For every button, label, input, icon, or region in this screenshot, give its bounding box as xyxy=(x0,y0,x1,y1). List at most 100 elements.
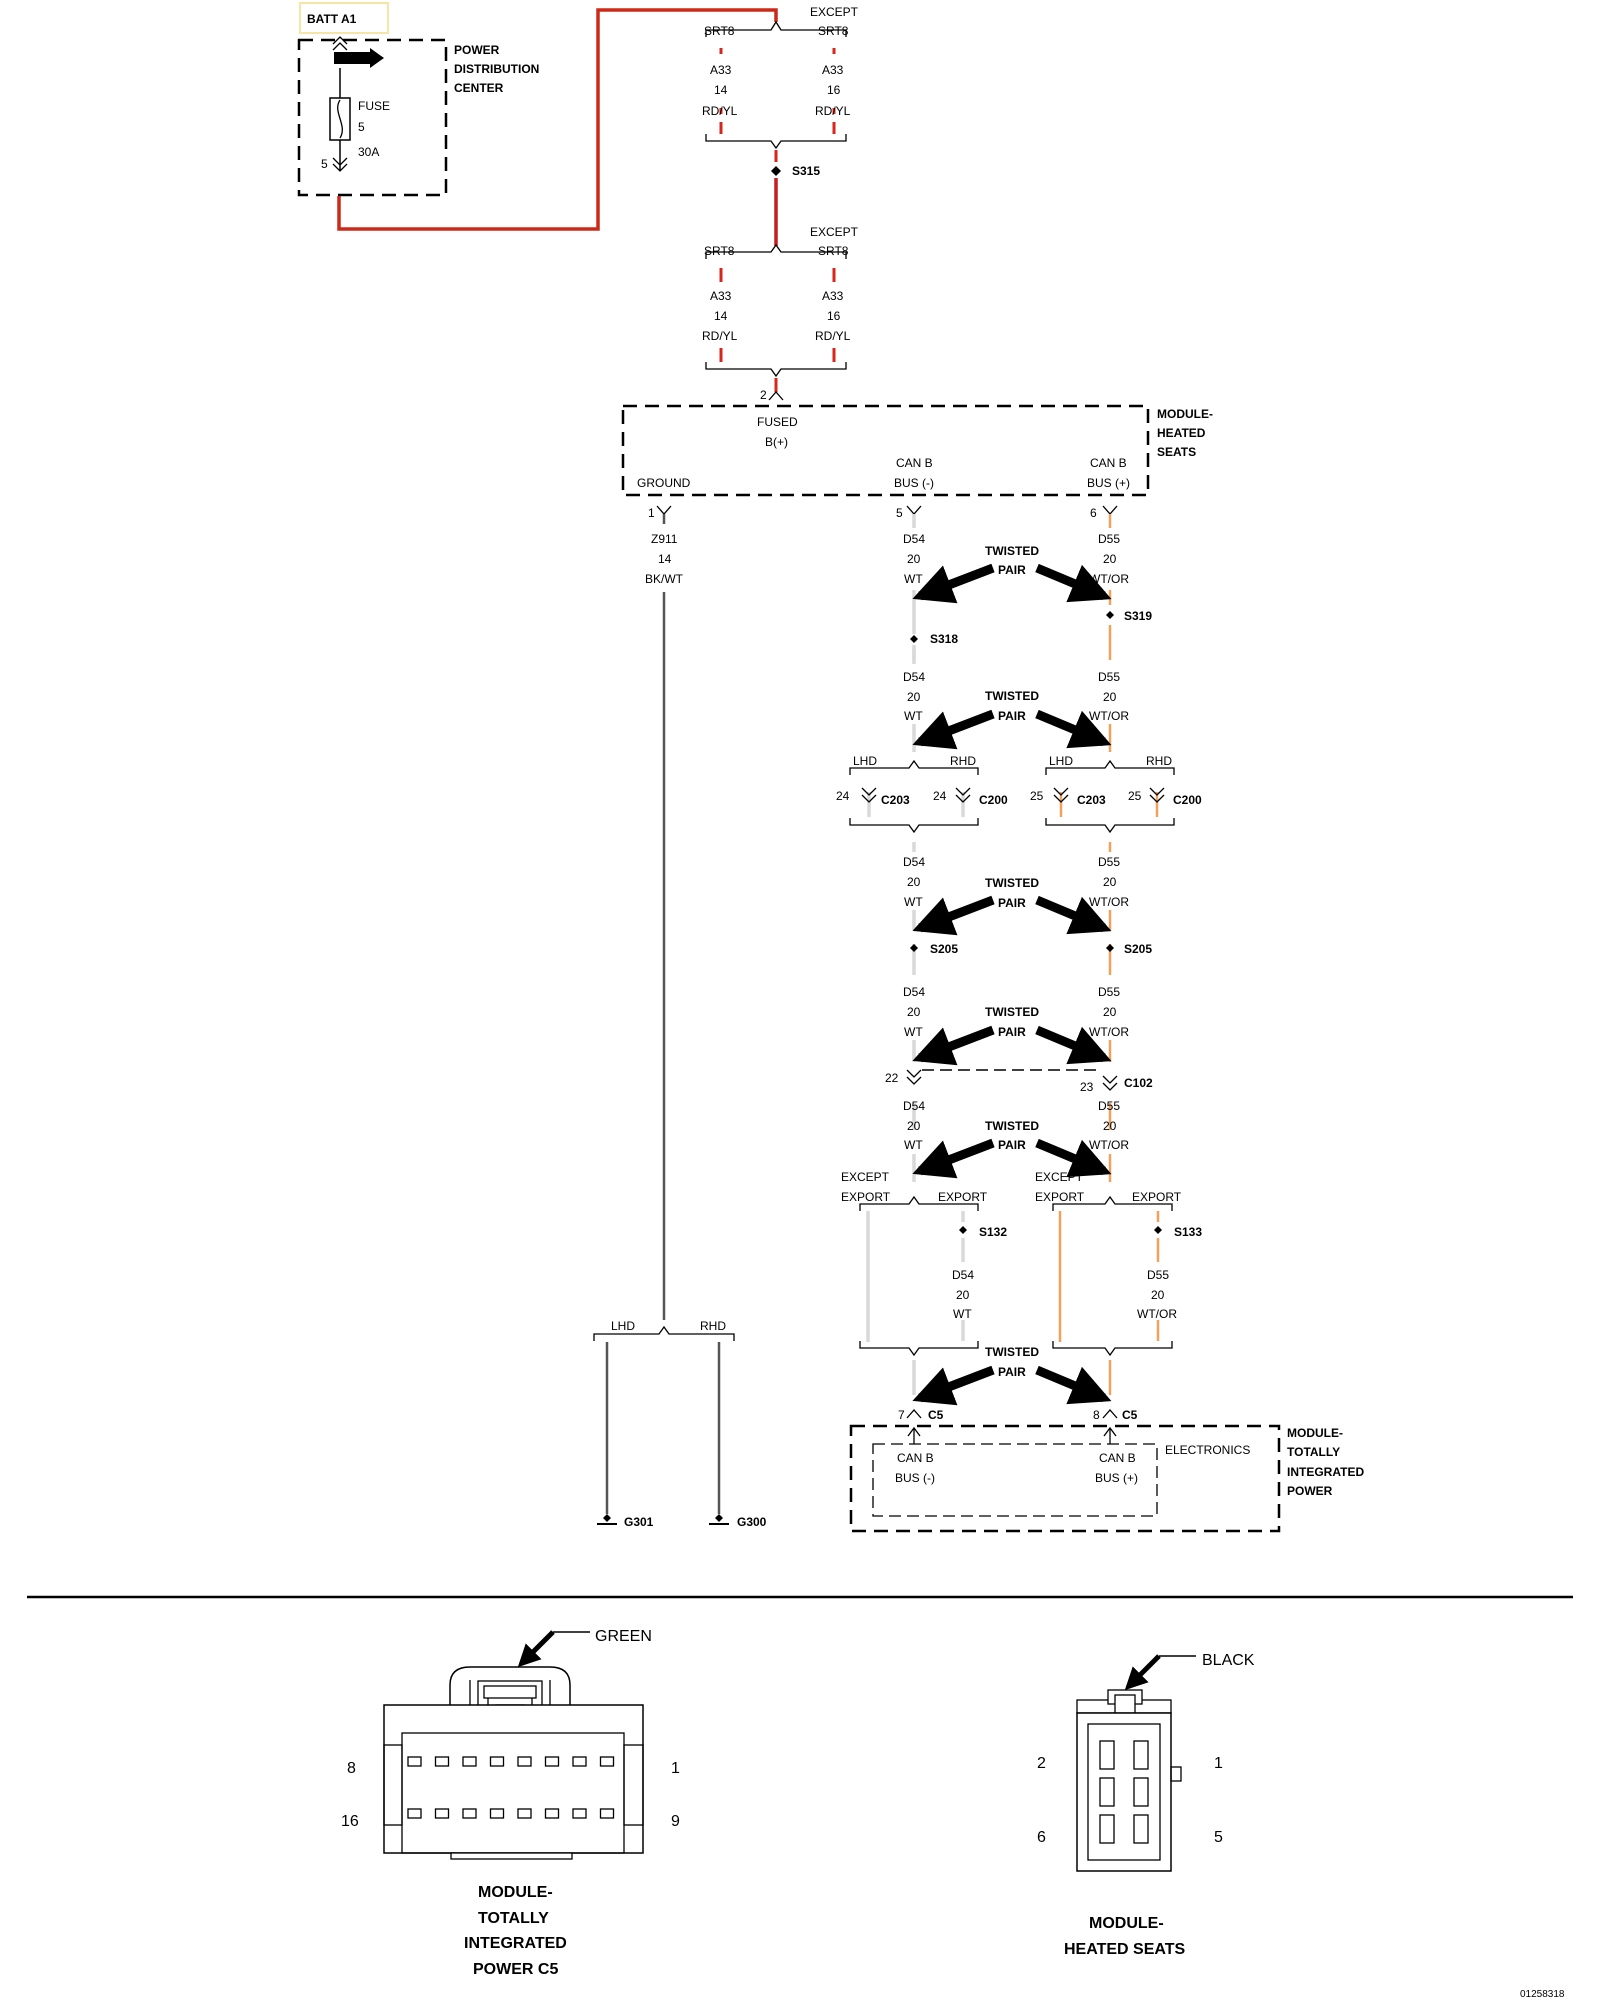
c203-pin24: 24 xyxy=(836,789,850,803)
connector-cavity xyxy=(489,1756,505,1767)
hs-can-plus-label: BUS (+) xyxy=(1087,476,1130,490)
tipm-can-minus-label: CAN B xyxy=(897,1451,934,1465)
feed-bottom-right-gauge: 16 xyxy=(827,309,841,323)
feed-top-left-variant: SRT8 xyxy=(704,24,735,38)
tipm-pin8: 8 xyxy=(1093,1408,1100,1422)
twisted-pair-label: TWISTED xyxy=(985,689,1039,703)
terminal-icon xyxy=(906,1409,922,1419)
pdc-name-line: DISTRIBUTION xyxy=(454,62,539,76)
twisted-pair-label: PAIR xyxy=(998,709,1026,723)
tipm-electronics-box xyxy=(872,1443,1158,1517)
hs-pin-ground: 1 xyxy=(648,506,655,520)
feed-bottom-right-color: RD/YL xyxy=(815,329,851,343)
d55-circuit: D55 xyxy=(1147,1268,1169,1282)
pdc-box xyxy=(297,38,448,197)
twisted-pair-arrow xyxy=(1035,1025,1112,1065)
feed-wire-a33 xyxy=(337,8,778,231)
hs-pin-can-minus: 5 xyxy=(896,506,903,520)
hs-name-line: MODULE- xyxy=(1157,407,1213,421)
connector-cavity xyxy=(517,1756,532,1767)
terminal-icon xyxy=(332,157,348,172)
splice-s205: S205 xyxy=(1124,942,1152,956)
hs-conn-pin6: 6 xyxy=(1037,1829,1046,1846)
splice-s319-icon xyxy=(1106,611,1114,619)
ground-g301-icon xyxy=(597,1514,617,1525)
d55-color: WT/OR xyxy=(1089,1025,1129,1039)
twisted-pair-arrow xyxy=(1035,895,1112,935)
d55-circuit: D55 xyxy=(1098,985,1120,999)
twisted-pair-label: PAIR xyxy=(998,563,1026,577)
connector-icon xyxy=(1102,1075,1118,1091)
d54-circuit: D54 xyxy=(903,985,925,999)
twisted-pair-arrow xyxy=(912,563,995,604)
terminal-icon xyxy=(768,391,784,401)
d55-circuit: D55 xyxy=(1098,855,1120,869)
fuse-rating: 30A xyxy=(358,145,379,159)
hs-ground-label: GROUND xyxy=(637,476,691,490)
twisted-pair-label: TWISTED xyxy=(985,876,1039,890)
figure-id: 01258318 xyxy=(1520,1989,1565,2000)
splice-s205-icon xyxy=(910,944,918,952)
twisted-pair-arrow xyxy=(1035,563,1112,603)
hs-can-minus-label: BUS (-) xyxy=(894,476,934,490)
twisted-pair-arrow xyxy=(912,709,995,750)
export-left-bracket xyxy=(859,1195,979,1211)
terminal-icon xyxy=(656,505,672,515)
d54-gauge: 20 xyxy=(907,690,921,704)
c200-label: C200 xyxy=(1173,793,1202,807)
splice-s318-icon xyxy=(910,635,918,643)
feed-bottom-right-circuit: A33 xyxy=(822,289,844,303)
hs-conn-pin1: 1 xyxy=(1214,1755,1223,1772)
d54-circuit: D54 xyxy=(903,532,925,546)
d55-color: WT/OR xyxy=(1089,1138,1129,1152)
ground-color: BK/WT xyxy=(645,572,684,586)
c203-lhd: LHD xyxy=(853,754,877,768)
c5-pin8: 8 xyxy=(347,1760,356,1777)
c203-c200-right-lower-bracket xyxy=(1045,818,1175,834)
ground-g300: G300 xyxy=(737,1515,767,1529)
tipm-name-line: INTEGRATED xyxy=(1287,1465,1364,1479)
c102-pin23: 23 xyxy=(1080,1080,1094,1094)
feed-bottom-left-gauge: 14 xyxy=(714,309,728,323)
hs-name-line: SEATS xyxy=(1157,445,1196,459)
hs-can-minus-label: CAN B xyxy=(896,456,933,470)
connector-cavity xyxy=(517,1808,532,1819)
twisted-pair-arrow xyxy=(912,1138,995,1179)
d54-gauge: 20 xyxy=(956,1288,970,1302)
hs-fused-label: B(+) xyxy=(765,435,788,449)
splice-s315: S315 xyxy=(792,164,820,178)
d54-color: WT xyxy=(904,895,923,909)
export-except: EXCEPT xyxy=(841,1170,890,1184)
tipm-name-line: MODULE- xyxy=(1287,1426,1343,1440)
export-right-lower-bracket xyxy=(1052,1341,1173,1357)
export-right-bracket xyxy=(1052,1195,1173,1211)
feed-top-left-circuit: A33 xyxy=(710,63,732,77)
twisted-pair-arrow xyxy=(1035,1365,1112,1405)
connector-cavity xyxy=(572,1808,587,1819)
hs-housing xyxy=(1076,1712,1172,1872)
tipm-name-line: TOTALLY xyxy=(1287,1445,1340,1459)
hs-caption: HEATED SEATS xyxy=(1064,1941,1186,1958)
d54-color: WT xyxy=(904,1025,923,1039)
tipm-name-line: POWER xyxy=(1287,1484,1333,1498)
ground-rhd: RHD xyxy=(700,1319,726,1333)
connector-c5-view: GREEN 8 1 16 9 MODULE- TOTALLY INTEGRATE… xyxy=(341,1628,680,1978)
twisted-pair-label: PAIR xyxy=(998,1138,1026,1152)
c203-rhd: RHD xyxy=(1146,754,1172,768)
connector-cavity xyxy=(572,1756,587,1767)
splice-s133: S133 xyxy=(1174,1225,1202,1239)
fuse-label: FUSE xyxy=(358,99,390,113)
connector-cavity xyxy=(407,1808,422,1819)
batt-label: BATT A1 xyxy=(307,12,357,26)
twisted-pair-label: TWISTED xyxy=(985,1119,1039,1133)
d55-gauge: 20 xyxy=(1103,1005,1117,1019)
c200-pin25: 25 xyxy=(1128,789,1142,803)
pdc-name-line: CENTER xyxy=(454,81,504,95)
feed-top-left-gauge: 14 xyxy=(714,83,728,97)
c5-caption: POWER C5 xyxy=(473,1961,558,1978)
feed-bottom-lower-bracket xyxy=(705,362,847,378)
c200-pin24: 24 xyxy=(933,789,947,803)
hs-color-label: BLACK xyxy=(1202,1652,1255,1669)
d54-circuit: D54 xyxy=(903,855,925,869)
connector-icon xyxy=(861,787,1165,803)
